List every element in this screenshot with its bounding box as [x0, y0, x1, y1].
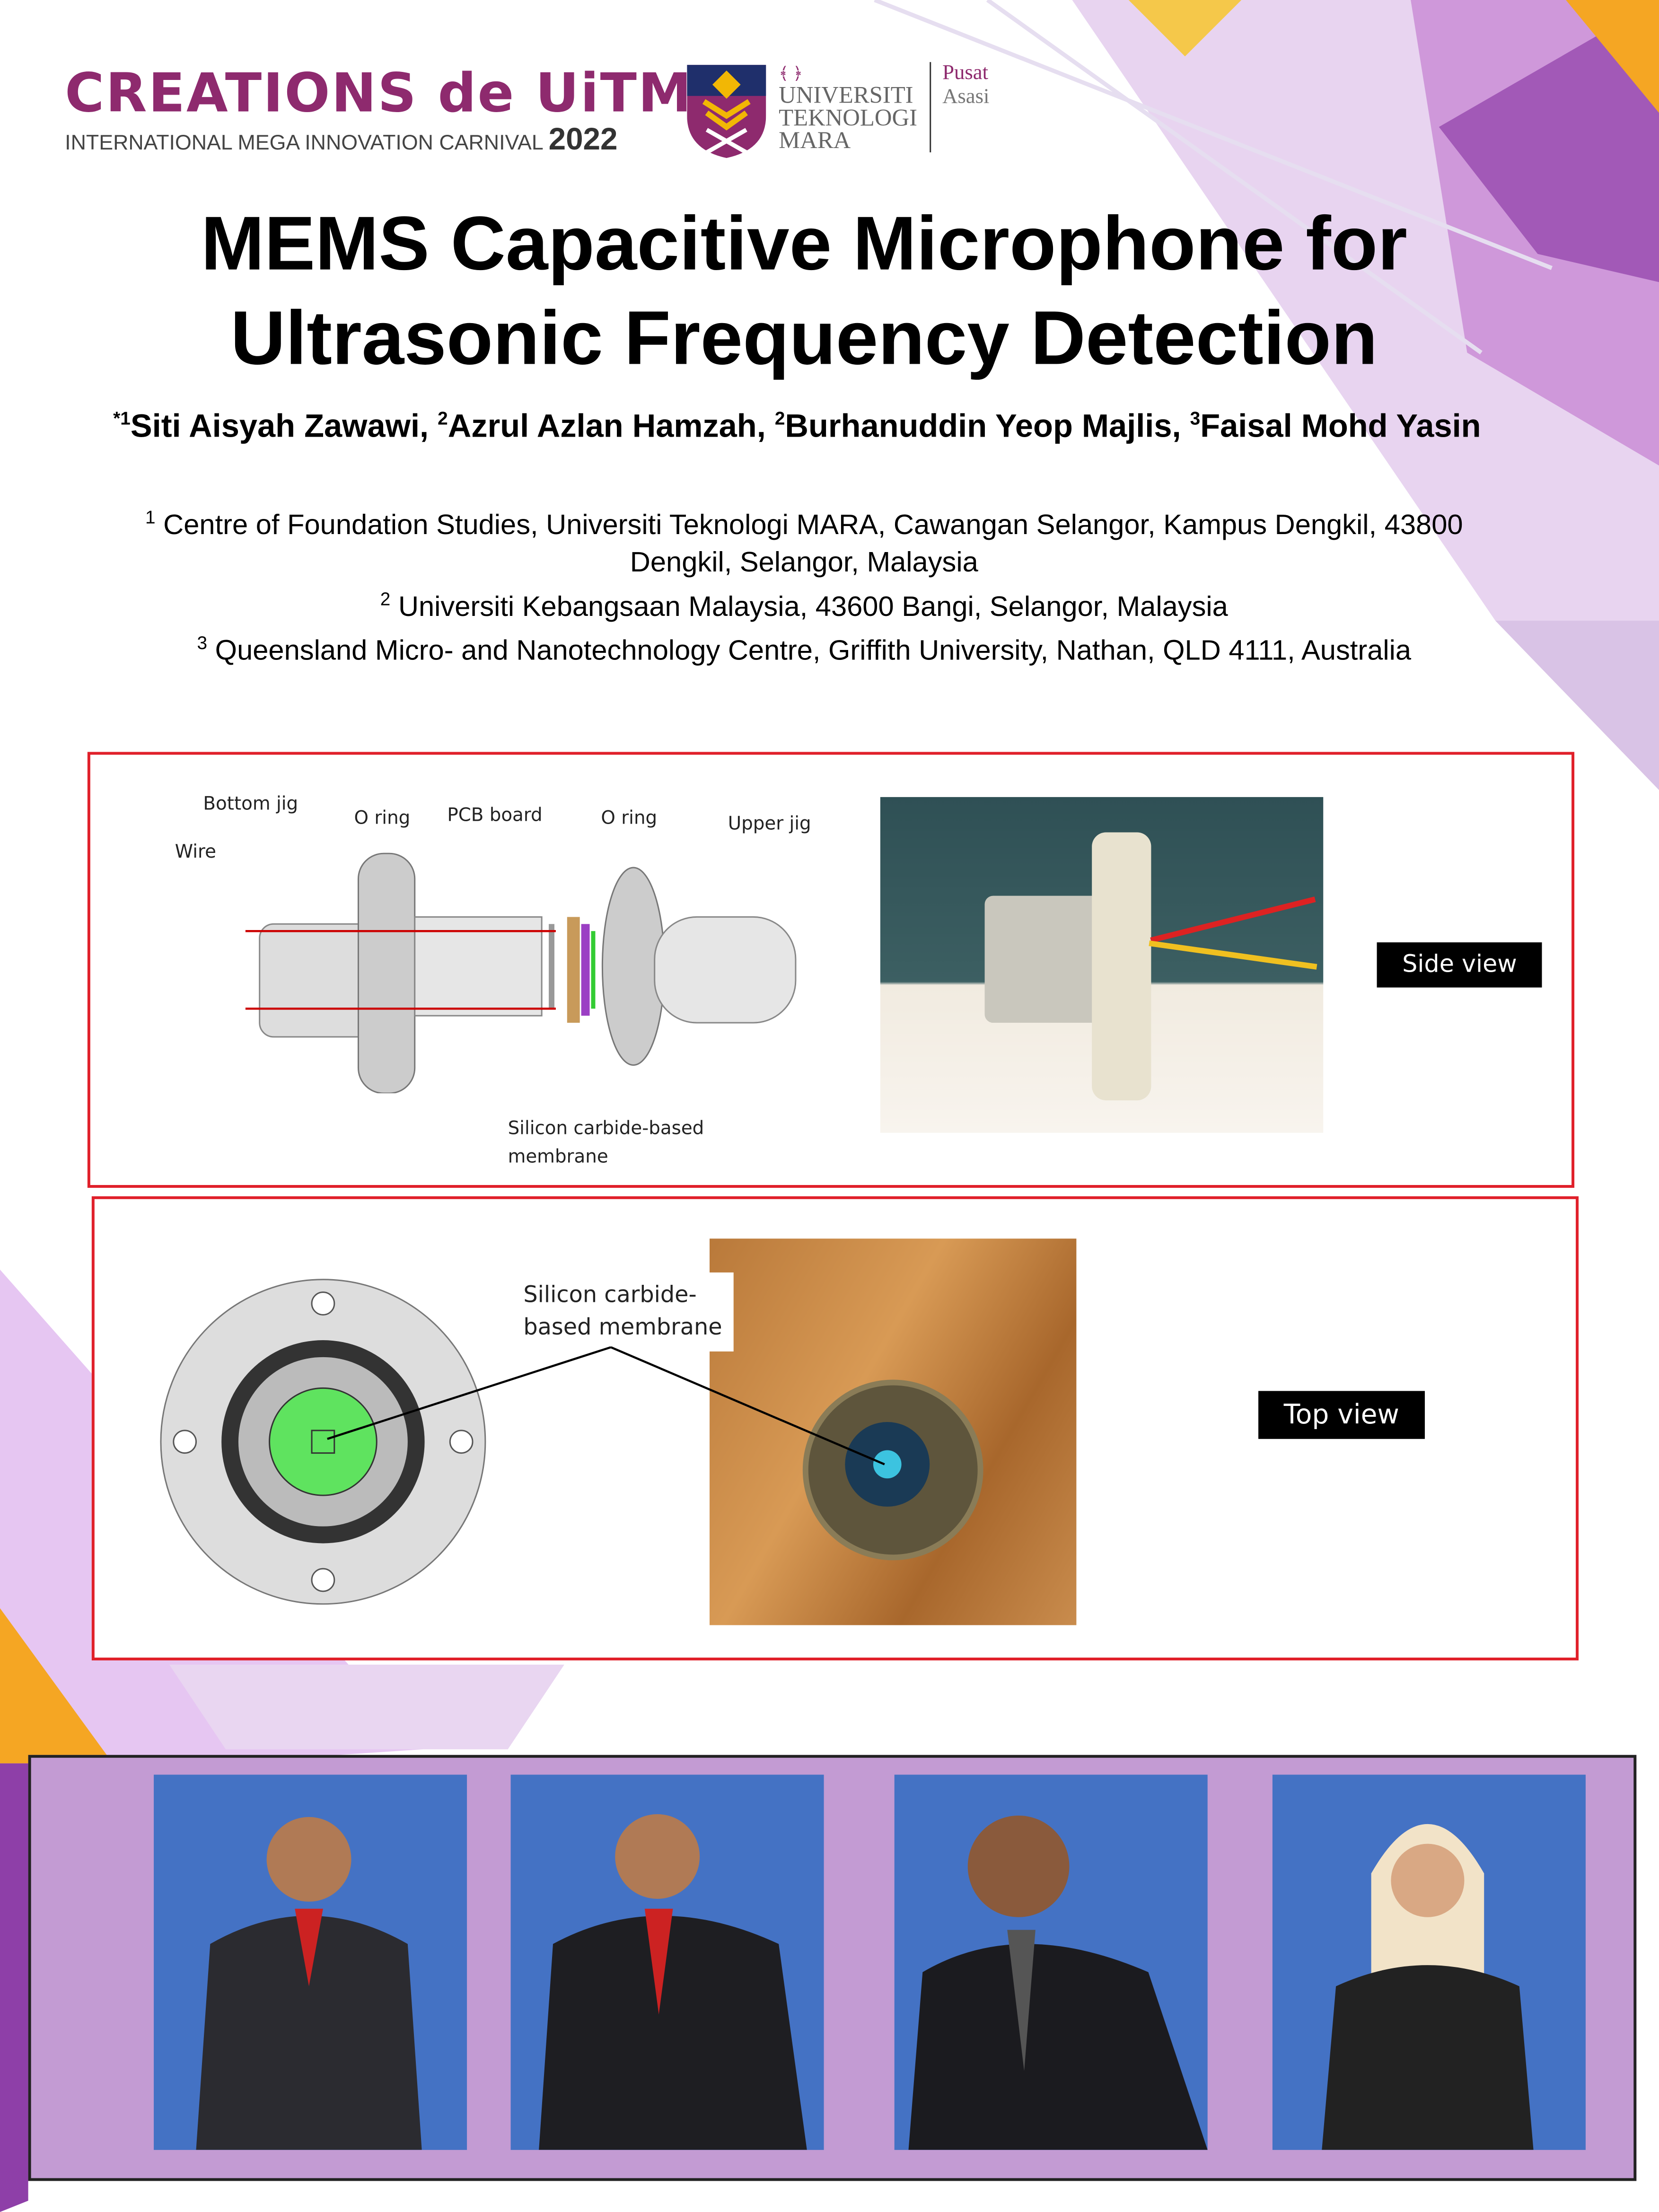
top-view-panel: Silicon carbide-based membrane Top view — [91, 1196, 1579, 1660]
side-view-photo — [880, 797, 1324, 1133]
top-view-diagram — [160, 1279, 486, 1605]
affiliation: 3 Queensland Micro- and Nanotechnology C… — [197, 632, 1412, 667]
author-photo — [894, 1774, 1208, 2150]
affiliation: 1 Centre of Foundation Studies, Universi… — [145, 506, 1463, 578]
university-name: ﴾ ﴿ UNIVERSITI TEKNOLOGI MARA — [779, 63, 917, 154]
side-view-label: Side view — [1377, 942, 1543, 988]
divider — [930, 62, 931, 153]
exploded-assembly-diagram — [245, 852, 797, 1094]
team-photos — [28, 1755, 1637, 2181]
affiliation: 2 Universiti Kebangsaan Malaysia, 43600 … — [380, 588, 1228, 623]
side-view-panel: Bottom jig Wire O ring PCB board O ring … — [87, 752, 1575, 1188]
author-photo — [1272, 1774, 1586, 2150]
event-logo: CREATIONS de UiTM INTERNATIONAL MEGA INN… — [65, 62, 693, 157]
membrane-caption: Silicon carbide-based membrane — [512, 1272, 734, 1352]
poster-title: MEMS Capacitive Microphone for Ultrasoni… — [201, 202, 1407, 381]
uitm-crest-icon — [687, 65, 766, 158]
pointer-arrows — [327, 1346, 885, 1466]
affiliations: 1 Centre of Foundation Studies, Universi… — [56, 500, 1552, 670]
author-photo — [510, 1774, 824, 2150]
centre-name: Pusat Asasi — [942, 62, 990, 109]
author-photo — [154, 1774, 467, 2150]
top-view-photo — [710, 1238, 1077, 1625]
author-list: *1Siti Aisyah Zawawi, 2Azrul Azlan Hamza… — [113, 407, 1481, 444]
top-view-label: Top view — [1258, 1391, 1425, 1439]
